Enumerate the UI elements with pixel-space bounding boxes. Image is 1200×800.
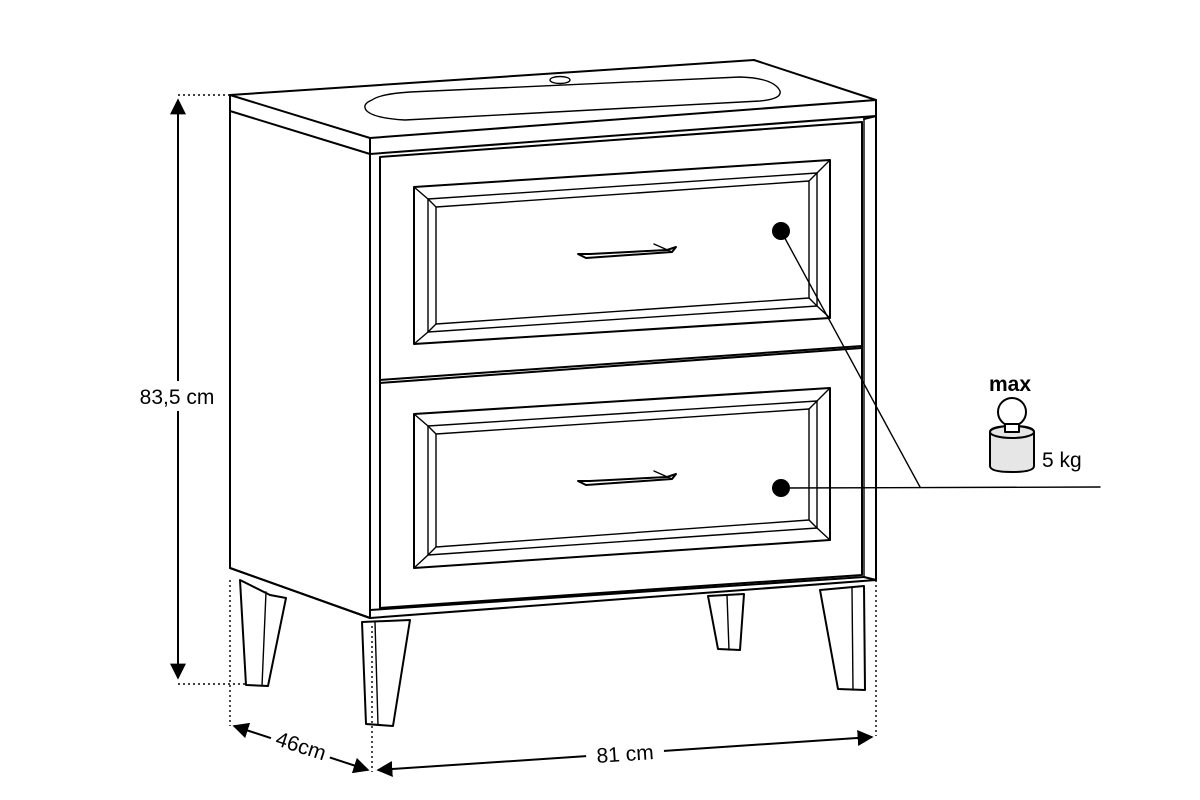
- weight-icon: [989, 397, 1035, 473]
- load-indicator: [772, 222, 1101, 497]
- leg-back-right: [707, 593, 745, 651]
- cabinet-body: [229, 110, 877, 619]
- drawer-handle-top: [577, 243, 677, 259]
- drawer-bottom: [379, 345, 863, 609]
- leg-front-left: [361, 619, 411, 727]
- leg-front-right: [819, 585, 866, 691]
- width-label: 81 cm: [596, 741, 655, 768]
- drawer-top: [379, 121, 863, 384]
- faucet-hole: [549, 75, 571, 85]
- height-label: 83,5 cm: [140, 386, 215, 409]
- leg-back-left: [239, 579, 287, 687]
- load-weight-label: 5 kg: [1042, 449, 1082, 472]
- load-max-label: max: [989, 373, 1031, 396]
- drawer-handle-bottom: [577, 470, 677, 486]
- countertop: [229, 59, 877, 155]
- cabinet-legs: [239, 579, 866, 727]
- sink-basin: [364, 75, 781, 121]
